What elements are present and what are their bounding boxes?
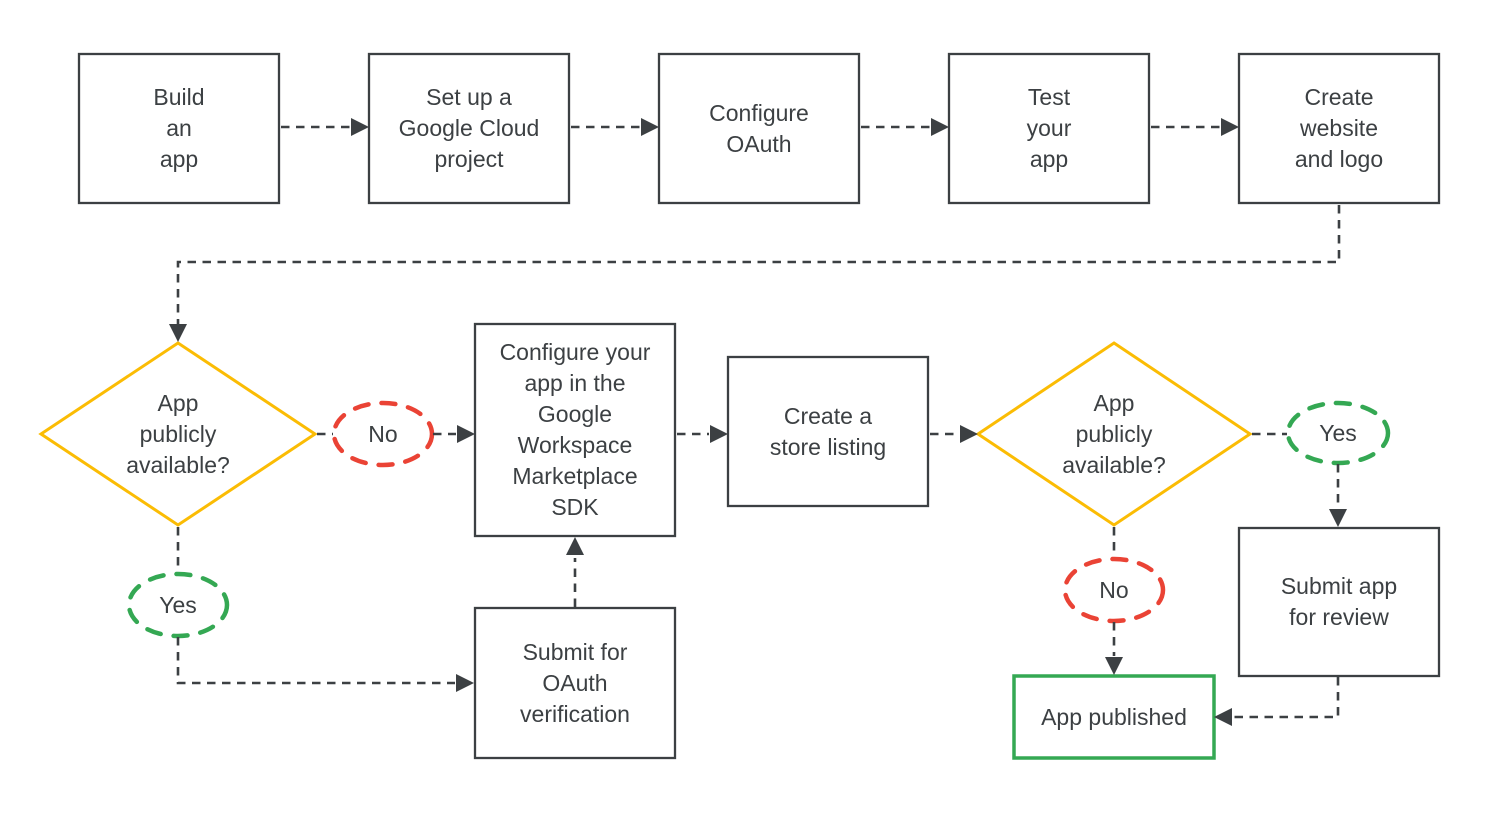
submit-oauth-box	[473, 606, 677, 760]
decision-diamond-2	[975, 341, 1253, 527]
store-listing-box	[726, 355, 930, 508]
arrowhead-no1-to-sdk	[457, 425, 475, 443]
yes-pill-2	[1285, 400, 1391, 466]
test-app-box	[947, 52, 1151, 205]
connector-website-to-decision1	[176, 205, 1341, 324]
arrowhead-review-to-published	[1214, 708, 1232, 726]
no-pill-1	[331, 400, 435, 468]
configure-oauth-box	[657, 52, 861, 205]
no-pill-2	[1062, 556, 1166, 624]
arrowhead-yes1-to-oauth-verification	[456, 674, 474, 692]
arrowhead-test-to-website	[1221, 118, 1239, 136]
connector-review-to-published	[1233, 677, 1340, 719]
arrowhead-yes2-to-review	[1329, 509, 1347, 527]
create-website-box	[1237, 52, 1441, 205]
arrowhead-oauth-to-test	[931, 118, 949, 136]
app-published-box	[1012, 674, 1216, 760]
arrowhead-store-to-decision2	[960, 425, 978, 443]
arrowhead-website-to-decision1	[169, 324, 187, 342]
decision-diamond-1	[38, 341, 318, 527]
build-app-box	[77, 52, 281, 205]
configure-sdk-box	[473, 322, 677, 538]
arrowhead-no2-to-published	[1105, 657, 1123, 675]
connector-yes1-to-oauth-verification	[176, 637, 455, 685]
arrowhead-build-to-setup	[351, 118, 369, 136]
arrowhead-oauth-verification-to-sdk	[566, 537, 584, 555]
setup-project-box	[367, 52, 571, 205]
arrowhead-sdk-to-store	[710, 425, 728, 443]
submit-review-box	[1237, 526, 1441, 678]
yes-pill-1	[126, 571, 230, 639]
arrowhead-setup-to-oauth	[641, 118, 659, 136]
